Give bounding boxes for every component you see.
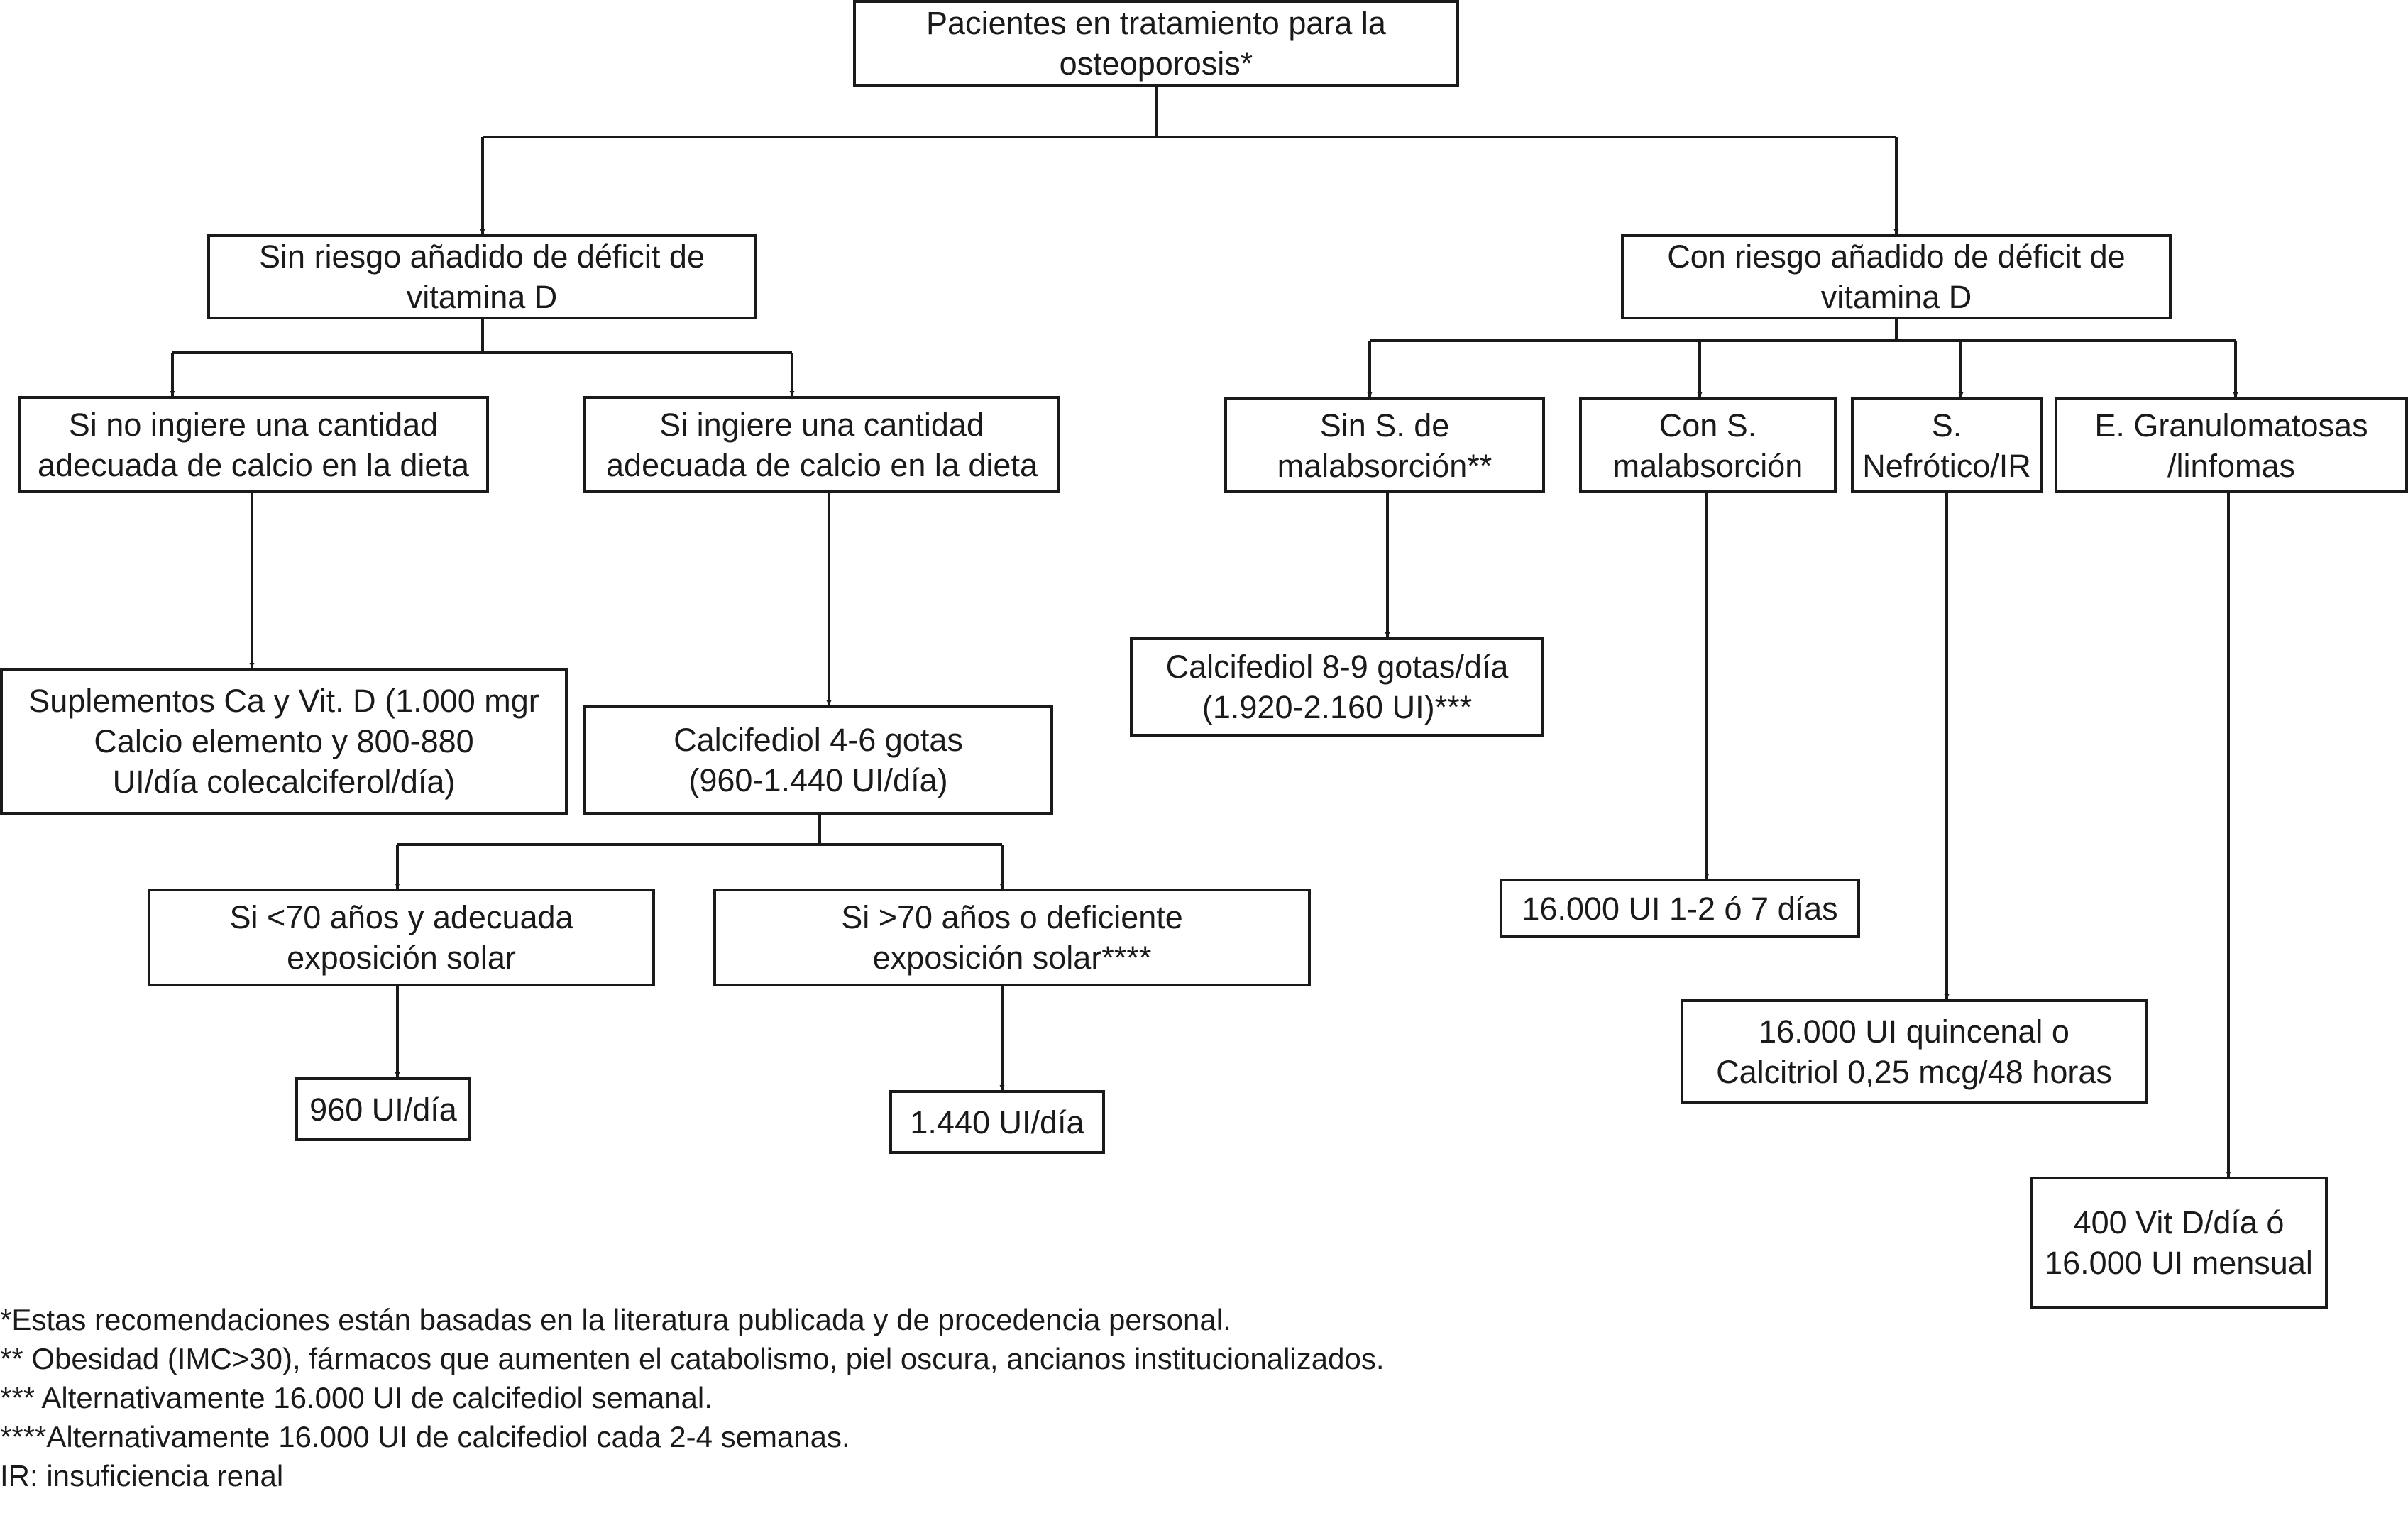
node-no-risk: Sin riesgo añadido de déficit de vitamin… <box>207 234 757 319</box>
node-calcifediol-8-9: Calcifediol 8-9 gotas/día (1.920-2.160 U… <box>1130 637 1544 737</box>
node-dose-400: 400 Vit D/día ó 16.000 UI mensual <box>2030 1177 2328 1309</box>
node-under-70: Si <70 años y adecuada exposición solar <box>148 889 655 986</box>
node-supplements: Suplementos Ca y Vit. D (1.000 mgr Calci… <box>0 668 568 815</box>
node-dose-1440: 1.440 UI/día <box>889 1090 1105 1154</box>
node-granulomatous: E. Granulomatosas /linfomas <box>2055 397 2408 493</box>
node-dose-960: 960 UI/día <box>295 1077 471 1141</box>
node-root: Pacientes en tratamiento para la osteopo… <box>853 0 1459 87</box>
node-no-calcium: Si no ingiere una cantidad adecuada de c… <box>18 396 489 493</box>
node-malabsorption: Con S. malabsorción <box>1579 397 1837 493</box>
node-no-malabsorption: Sin S. de malabsorción** <box>1224 397 1545 493</box>
footnote: *Estas recomendaciones están basadas en … <box>0 1303 1231 1336</box>
footnote: *** Alternativamente 16.000 UI de calcif… <box>0 1381 713 1414</box>
footnote: ****Alternativamente 16.000 UI de calcif… <box>0 1420 850 1453</box>
node-nephrotic: S. Nefrótico/IR <box>1851 397 2043 493</box>
footnote: ** Obesidad (IMC>30), fármacos que aumen… <box>0 1342 1385 1375</box>
footnotes: *Estas recomendaciones están basadas en … <box>0 1300 1385 1495</box>
node-risk: Con riesgo añadido de déficit de vitamin… <box>1621 234 2172 319</box>
node-dose-16000-days: 16.000 UI 1-2 ó 7 días <box>1500 879 1860 938</box>
node-calcifediol-4-6: Calcifediol 4-6 gotas (960-1.440 UI/día) <box>583 705 1053 815</box>
node-over-70: Si >70 años o deficiente exposición sola… <box>713 889 1311 986</box>
footnote: IR: insuficiencia renal <box>0 1459 284 1492</box>
node-calcium: Si ingiere una cantidad adecuada de calc… <box>583 396 1060 493</box>
node-dose-quincenal: 16.000 UI quincenal o Calcitriol 0,25 mc… <box>1681 999 2148 1104</box>
